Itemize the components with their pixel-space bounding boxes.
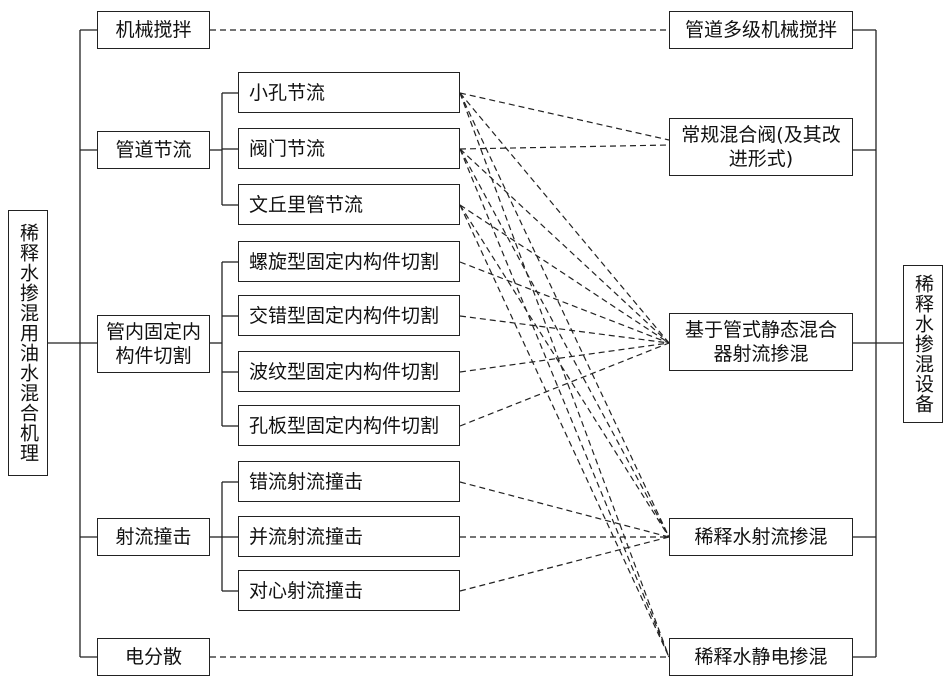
link-valve-static [459,148,670,344]
link-valve-jet [459,148,670,538]
corrugated-cut-box: 波纹型固定内构件切割 [238,351,460,392]
link-orifice-valve [459,92,670,141]
static-mixer-box: 基于管式静态混合器射流掺混 [669,313,853,371]
mixing-valve-box: 常规混合阀(及其改进形式) [669,118,853,176]
staggered-cut-box: 交错型固定内构件切割 [238,295,460,336]
root-mechanism-box: 稀释水掺混用油水混合机理 [8,210,48,476]
link-orifice-electro [459,92,670,658]
electric-dispersion-box: 电分散 [97,638,210,676]
link-venturi-jet [459,204,670,538]
jet-mixing-box: 稀释水射流掺混 [669,518,853,556]
valve-throttle-box: 阀门节流 [238,128,460,169]
link-venturi-static [459,204,670,344]
link-orifice-jet [459,92,670,538]
jet-impact-box: 射流撞击 [97,518,210,556]
multistage-stirring-box: 管道多级机械搅拌 [669,11,853,49]
link-orifice-static [459,92,670,344]
internal-cut-box: 管内固定内构件切割 [97,315,210,373]
stagger-jet-box: 错流射流撞击 [238,461,460,502]
perforated-cut-box: 孔板型固定内构件切割 [238,405,460,446]
link-venturi-electro [459,204,670,658]
pipe-throttle-box: 管道节流 [97,131,210,169]
link-valve-valve [459,144,670,150]
opposed-jet-box: 对心射流撞击 [238,570,460,611]
mechanical-stirring-box: 机械搅拌 [97,11,210,49]
link-valve-electro [459,148,670,658]
venturi-throttle-box: 文丘里管节流 [238,184,460,225]
orifice-throttle-box: 小孔节流 [238,72,460,113]
spiral-cut-box: 螺旋型固定内构件切割 [238,241,460,282]
parallel-jet-box: 并流射流撞击 [238,516,460,557]
electrostatic-mixing-box: 稀释水静电掺混 [669,638,853,676]
equipment-root-box: 稀释水掺混设备 [903,265,943,423]
